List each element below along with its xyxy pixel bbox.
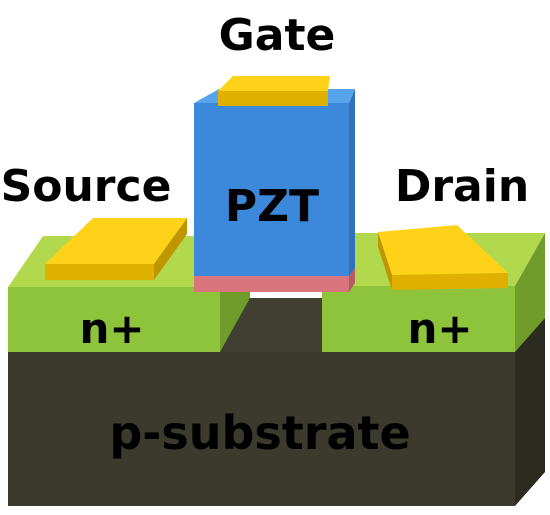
substrate-front-face (8, 352, 515, 506)
source-electrode-side (154, 218, 187, 280)
drain-nplus-label: n+ (407, 304, 472, 353)
drain-label: Drain (395, 161, 529, 212)
source-electrode-front (45, 264, 154, 280)
gate-label: Gate (219, 10, 336, 61)
gate-electrode-front (218, 91, 328, 106)
source-nplus-label: n+ (79, 304, 144, 353)
drain-electrode-side (378, 232, 392, 290)
pzt-front-face (194, 103, 349, 276)
drain-electrode-top (378, 225, 508, 275)
pzt-side-face (349, 89, 355, 276)
pzt-label: PZT (225, 181, 319, 232)
substrate-right-side (515, 318, 545, 506)
oxide-layer-front (194, 276, 349, 292)
gate-electrode-top (218, 76, 330, 91)
drain-electrode-front (392, 273, 508, 290)
source-electrode-top (45, 218, 187, 264)
drain-nplus-front (322, 286, 515, 352)
source-label: Source (1, 161, 172, 212)
substrate-label: p-substrate (109, 406, 410, 460)
drain-nplus-side (515, 233, 545, 352)
source-nplus-front (8, 287, 220, 352)
channel-region (218, 298, 338, 352)
